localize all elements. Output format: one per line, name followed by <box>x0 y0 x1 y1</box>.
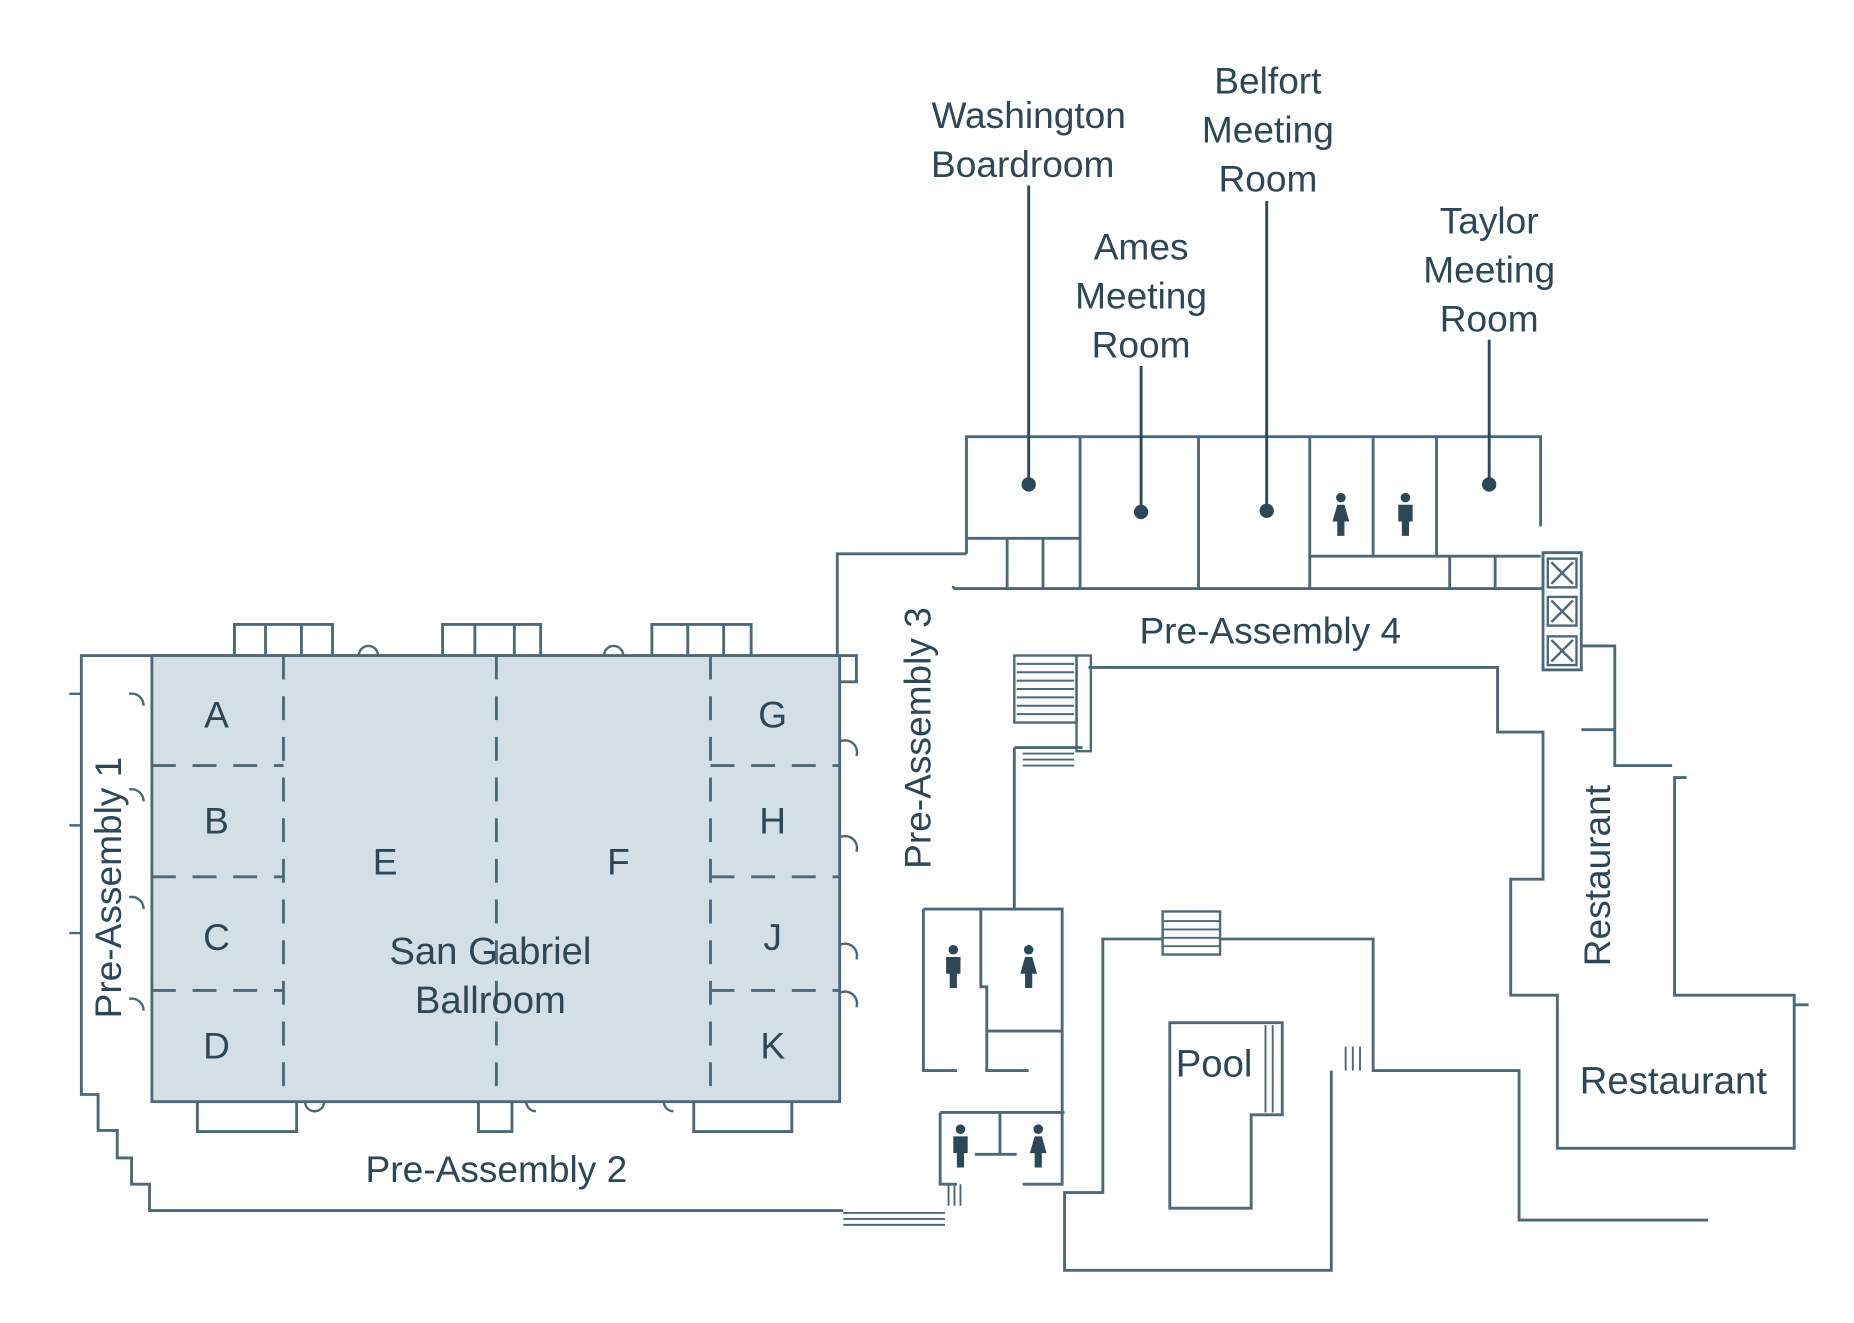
section-f[interactable]: F <box>607 840 630 882</box>
taylor-label-line3: Room <box>1440 297 1539 339</box>
belfort-label-line3: Room <box>1218 157 1317 199</box>
courtyard-wall <box>1088 644 1809 1150</box>
washington-label-line1: Washington <box>931 94 1125 136</box>
section-j[interactable]: J <box>763 916 782 958</box>
pool-label: Pool <box>1176 1043 1253 1086</box>
door-icon <box>69 644 859 1113</box>
ames-label-line1: Ames <box>1094 226 1189 268</box>
stairs-icon <box>1161 910 1361 1071</box>
meeting-rooms-block <box>953 435 1545 590</box>
ballroom-name-line2: Ballroom <box>415 979 566 1022</box>
restroom-block <box>921 907 1065 1186</box>
section-k[interactable]: K <box>760 1025 785 1067</box>
pre-assembly-outer-wall <box>79 654 844 1212</box>
pre-assembly-3-label: Pre-Assembly 3 <box>897 607 939 869</box>
pre-assembly-1-label: Pre-Assembly 1 <box>87 757 129 1019</box>
mens-restroom-icon <box>953 1124 968 1168</box>
womens-restroom-icon <box>1020 944 1038 989</box>
pool[interactable]: Pool <box>1168 1021 1284 1210</box>
section-d[interactable]: D <box>203 1025 230 1067</box>
section-b[interactable]: B <box>204 800 229 842</box>
washington-label-line2: Boardroom <box>931 143 1114 185</box>
section-g[interactable]: G <box>758 693 787 735</box>
restaurant-label: Restaurant <box>1580 1059 1768 1102</box>
ballroom-name-line1: San Gabriel <box>389 930 591 973</box>
pool-area-wall <box>1063 937 1709 1272</box>
belfort-label-line2: Meeting <box>1202 108 1334 150</box>
belfort-meeting-room[interactable]: Belfort Meeting Room <box>1202 59 1334 518</box>
taylor-meeting-room[interactable]: Taylor Meeting Room <box>1423 199 1555 492</box>
section-e[interactable]: E <box>373 840 398 882</box>
elevator-icon <box>1541 551 1583 672</box>
pre-assembly-4-label: Pre-Assembly 4 <box>1139 610 1401 652</box>
womens-restroom-icon <box>1332 492 1350 536</box>
pre-assembly-3-wall <box>835 552 967 656</box>
ames-meeting-room[interactable]: Ames Meeting Room <box>1075 226 1207 520</box>
belfort-label-line1: Belfort <box>1214 59 1322 101</box>
ames-label-line3: Room <box>1092 324 1191 366</box>
taylor-label-line2: Meeting <box>1423 248 1555 290</box>
san-gabriel-ballroom[interactable] <box>150 654 842 1104</box>
mens-restroom-icon <box>946 944 961 989</box>
ballroom-labels: A B C D E F G H J K San Gabriel Ballroom <box>203 693 787 1066</box>
pre-assembly-2-label: Pre-Assembly 2 <box>366 1148 628 1190</box>
section-c[interactable]: C <box>203 916 230 958</box>
ames-label-line2: Meeting <box>1075 275 1207 317</box>
section-h[interactable]: H <box>759 800 786 842</box>
washington-boardroom[interactable]: Washington Boardroom <box>931 94 1126 492</box>
stairs-icon <box>843 1184 962 1226</box>
section-a[interactable]: A <box>204 693 229 735</box>
mens-restroom-icon <box>1398 492 1413 536</box>
taylor-label-line1: Taylor <box>1440 199 1539 241</box>
womens-restroom-icon <box>1029 1124 1047 1168</box>
stairs-icon <box>1013 654 1093 767</box>
restaurant-vertical-label: Restaurant <box>1576 784 1618 966</box>
ballroom-vestibules <box>195 622 794 1134</box>
